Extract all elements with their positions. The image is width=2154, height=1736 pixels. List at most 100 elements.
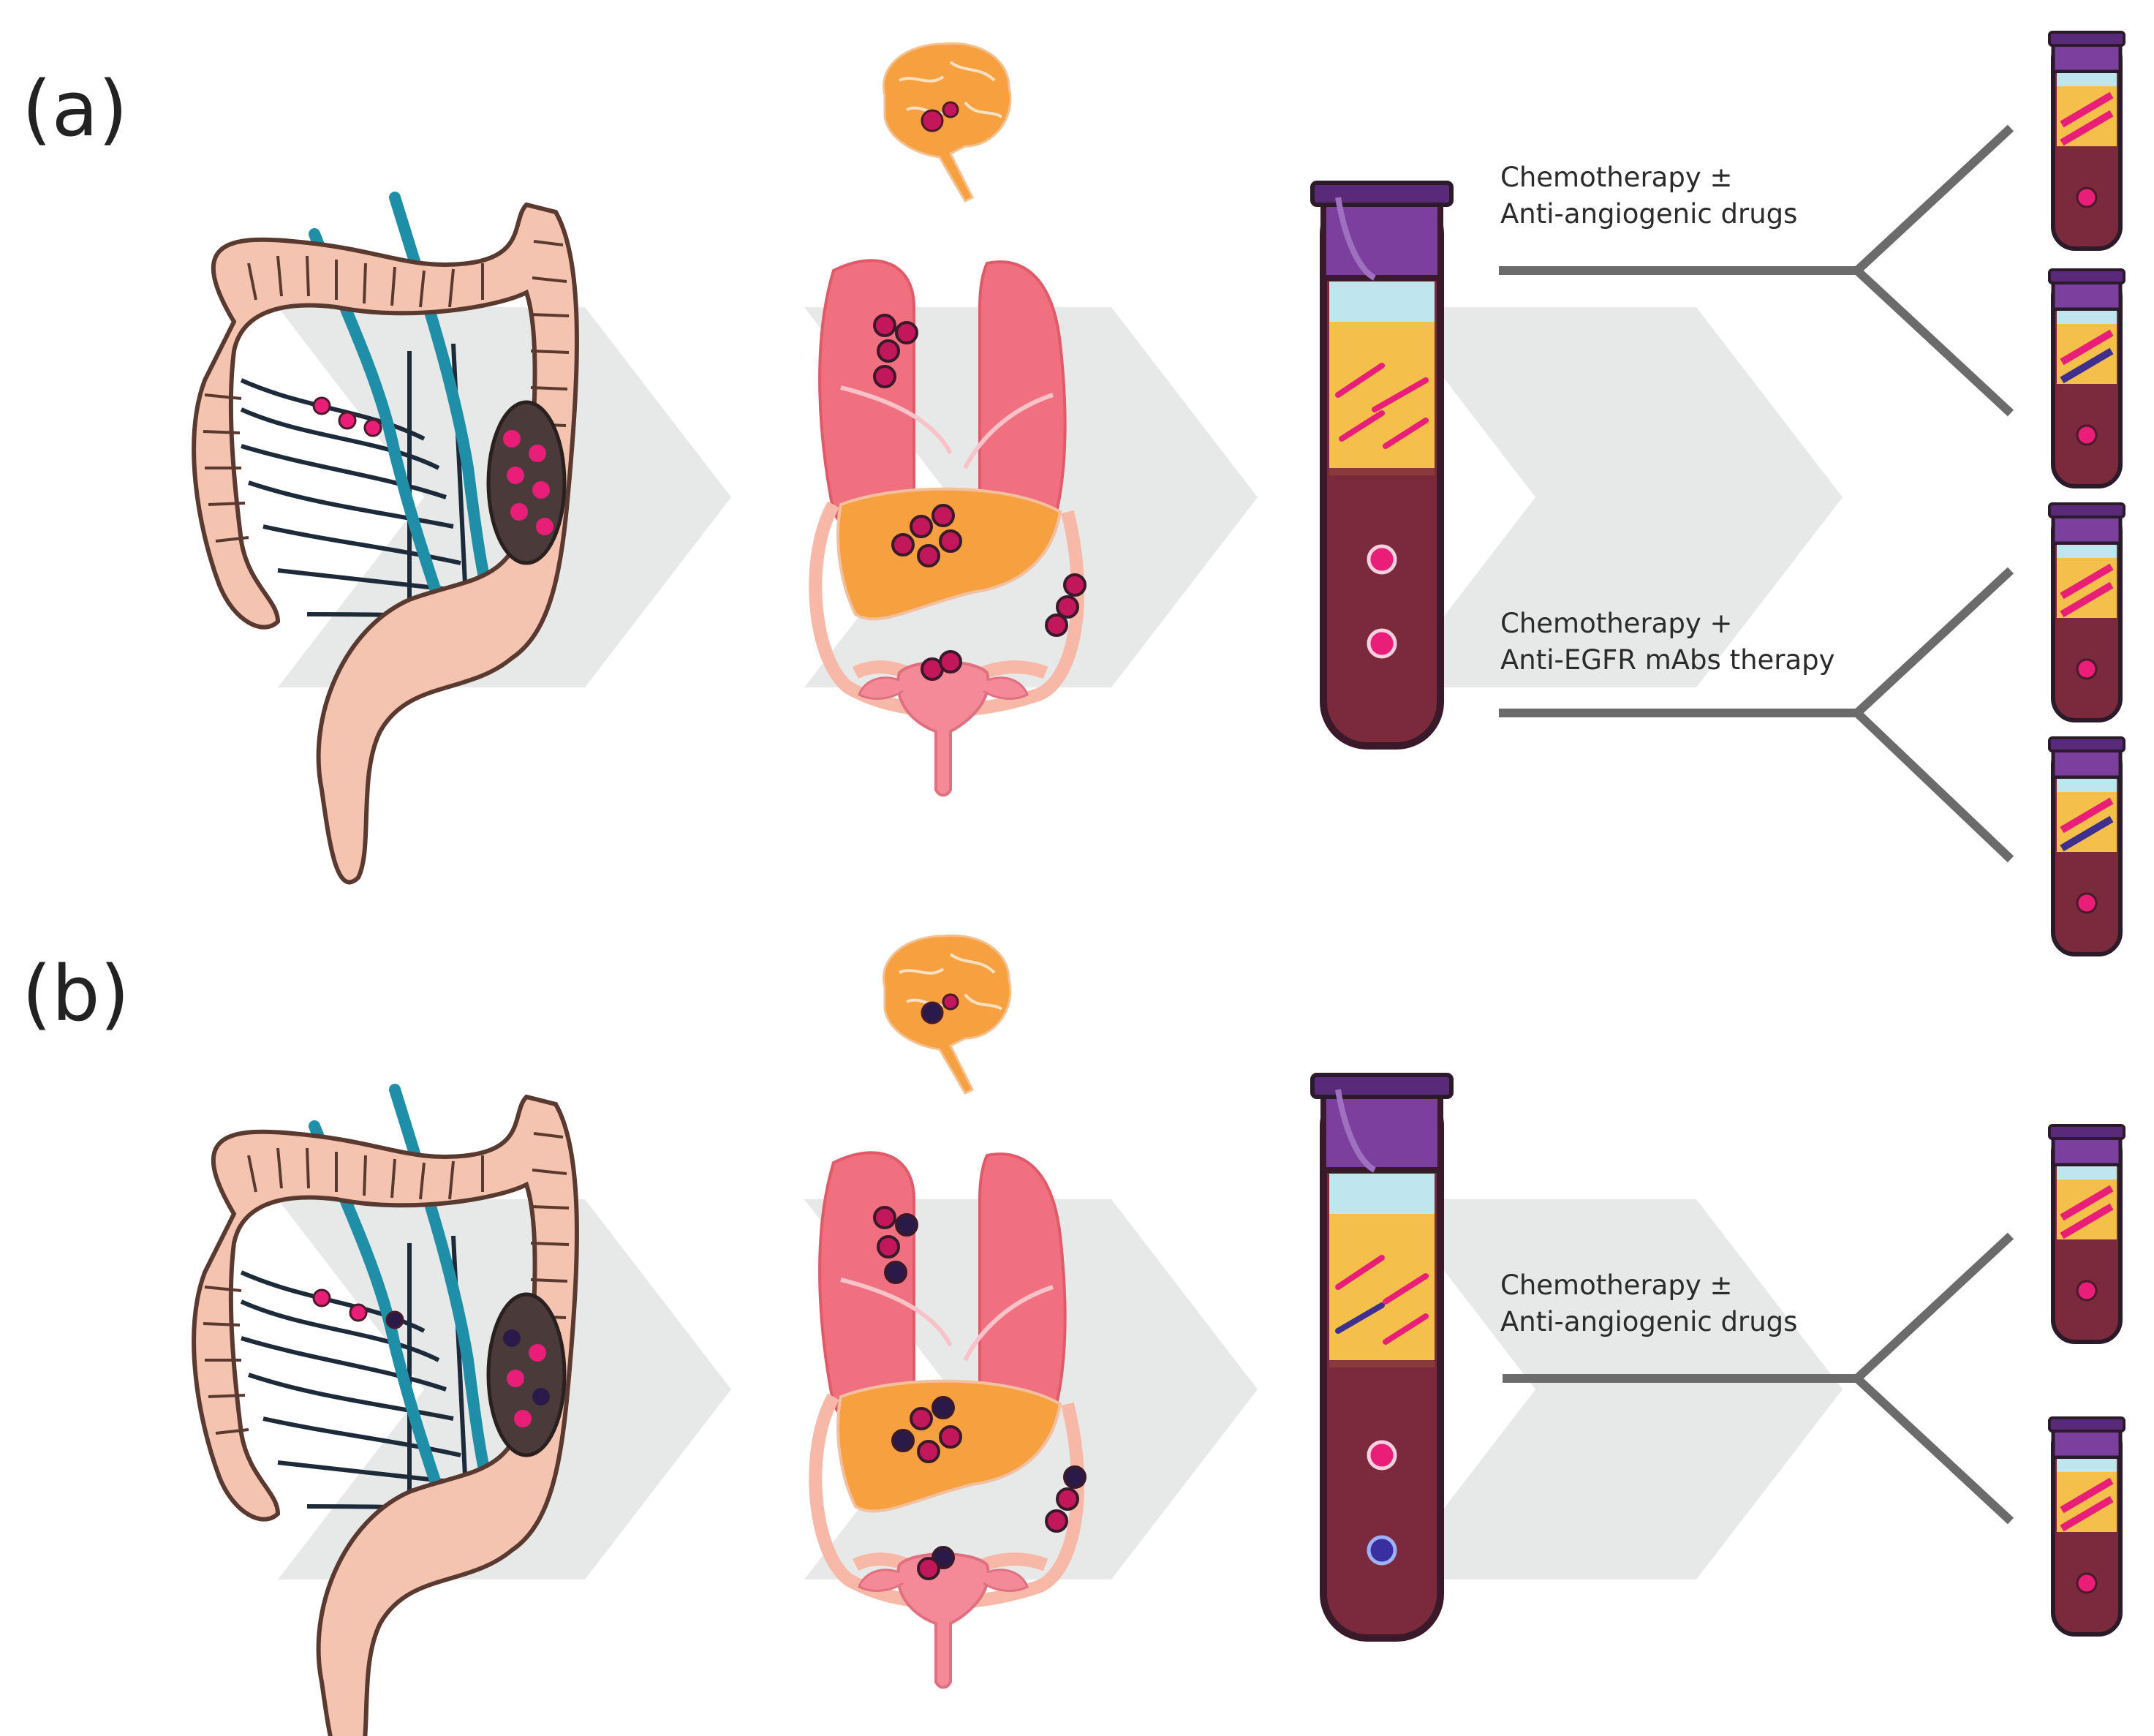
tumor-cell xyxy=(338,411,357,430)
tumor-cell xyxy=(312,1288,331,1307)
colon-tumor-cells xyxy=(312,1288,550,1427)
tumor-cell xyxy=(536,518,553,535)
circulating-tumor-cell xyxy=(1367,628,1397,659)
tumor-cell xyxy=(507,467,524,484)
tumor-cell xyxy=(507,1370,524,1387)
panel-b: (b) xyxy=(22,934,2124,1736)
branch-line xyxy=(1853,1375,2014,1525)
liver-metastasis-cell xyxy=(939,529,962,553)
tumor-cell xyxy=(503,1329,521,1347)
lung-metastasis-cell xyxy=(877,339,900,363)
mutation-stripe xyxy=(2060,1495,2114,1532)
ovary-metastasis-cell xyxy=(917,1557,940,1580)
lung-metastasis-cell xyxy=(877,1235,900,1258)
ctdna-strand xyxy=(1335,1302,1385,1334)
tumor-cell xyxy=(529,445,546,462)
peritoneal-metastasis-cell xyxy=(1045,614,1068,637)
mutation-stripe xyxy=(2060,347,2114,384)
treatment-branches-b xyxy=(1503,1232,2014,1525)
mutation-stripe xyxy=(2060,329,2114,366)
organ-metastasis-cells xyxy=(873,1206,1087,1580)
blood-sample-tube xyxy=(1312,183,1451,746)
brain-metastasis-cell xyxy=(921,109,944,132)
peritoneal-metastasis-cell xyxy=(1063,573,1087,597)
ctdna-strand xyxy=(1372,377,1429,412)
ctdna-strand xyxy=(1339,410,1385,442)
liver-metastasis-cell xyxy=(891,533,915,556)
organ-metastasis-cells xyxy=(873,314,1087,681)
lung-metastasis-cell xyxy=(873,1206,896,1229)
ctdna-strand xyxy=(1335,363,1385,398)
ctdna-strand xyxy=(1383,1273,1429,1305)
branch-line xyxy=(1853,267,2014,417)
mutation-stripe xyxy=(2060,1477,2114,1514)
brain-metastasis-cell xyxy=(921,1001,944,1024)
brain-illustration xyxy=(882,934,1012,1095)
brain-metastasis-cell xyxy=(942,993,959,1011)
ctdna-strands-b xyxy=(1335,1255,1429,1345)
panel-label-a: (a) xyxy=(22,64,128,154)
mutation-stripe xyxy=(2060,110,2114,146)
flow-arrow xyxy=(1389,1199,1843,1580)
therapy-label-line1: Chemotherapy + xyxy=(1500,608,1732,639)
liver-metastasis-cell xyxy=(910,515,933,538)
mutation-stripe xyxy=(2060,1203,2114,1239)
liver-metastasis-cell xyxy=(917,1440,940,1463)
lung-metastasis-cell xyxy=(895,321,918,344)
tumor-cell xyxy=(349,1303,368,1322)
peritoneal-metastasis-cell xyxy=(1056,1487,1079,1511)
result-tube xyxy=(2049,1418,2124,1634)
lung-metastasis-cell xyxy=(884,1261,907,1284)
tumor-cell xyxy=(514,1410,532,1427)
tumor-cell xyxy=(532,1388,550,1405)
lung-metastasis-cell xyxy=(873,365,896,388)
mutation-stripe xyxy=(2060,91,2114,128)
tumor-cell xyxy=(510,503,528,521)
peritoneal-metastasis-cell xyxy=(1063,1465,1087,1489)
mutation-stripe xyxy=(2060,815,2114,852)
tumor-cell xyxy=(532,481,550,499)
tumor-cell xyxy=(312,396,331,415)
therapy-label-line1: Chemotherapy ± xyxy=(1500,162,1732,193)
mutation-stripe xyxy=(2060,581,2114,618)
mutation-stripe xyxy=(2060,1185,2114,1221)
circulating-tumor-cell xyxy=(1367,1535,1397,1566)
ctdna-strand xyxy=(1383,418,1429,449)
colon-tumor-cells xyxy=(312,396,553,535)
mutation-stripe xyxy=(2060,563,2114,600)
therapy-label-line2: Anti-EGFR mAbs therapy xyxy=(1500,644,1835,676)
tumor-cell xyxy=(363,418,382,437)
ovary-metastasis-cell xyxy=(939,650,962,673)
therapy-label-line1: Chemotherapy ± xyxy=(1500,1269,1732,1301)
liver-metastasis-cell xyxy=(931,1396,955,1419)
result-tube xyxy=(2049,738,2124,954)
circulating-tumor-cell xyxy=(1367,1440,1397,1471)
therapy-label-line2: Anti-angiogenic drugs xyxy=(1500,1306,1797,1337)
lung-metastasis-cell xyxy=(873,314,896,337)
result-tube xyxy=(2049,270,2124,486)
tumor-cell xyxy=(503,430,521,448)
panel-a: (a) xyxy=(22,32,2124,954)
brain-illustration xyxy=(882,42,1012,203)
result-tube xyxy=(2049,1125,2124,1342)
tumor-cell xyxy=(385,1310,404,1329)
colon-illustration xyxy=(194,197,577,882)
result-tube xyxy=(2049,504,2124,720)
result-tube xyxy=(2049,32,2124,249)
peritoneal-metastasis-cell xyxy=(1045,1509,1068,1533)
liver-metastasis-cell xyxy=(917,544,940,567)
lung-metastasis-cell xyxy=(895,1213,918,1237)
ctdna-strand xyxy=(1383,1313,1429,1345)
ctdna-strands-a xyxy=(1335,363,1429,449)
treatment-branches-a xyxy=(1499,124,2014,863)
brain-metastasis-cell xyxy=(942,101,959,118)
liver-metastasis-cell xyxy=(910,1407,933,1430)
liver-metastasis-cell xyxy=(891,1429,915,1452)
tumor-cell xyxy=(529,1344,546,1362)
therapy-label-line2: Anti-angiogenic drugs xyxy=(1500,198,1797,230)
mutation-stripe xyxy=(2060,797,2114,834)
ctdna-strand xyxy=(1335,1255,1385,1290)
panel-label-b: (b) xyxy=(22,949,129,1038)
peritoneal-metastasis-cell xyxy=(1056,595,1079,619)
